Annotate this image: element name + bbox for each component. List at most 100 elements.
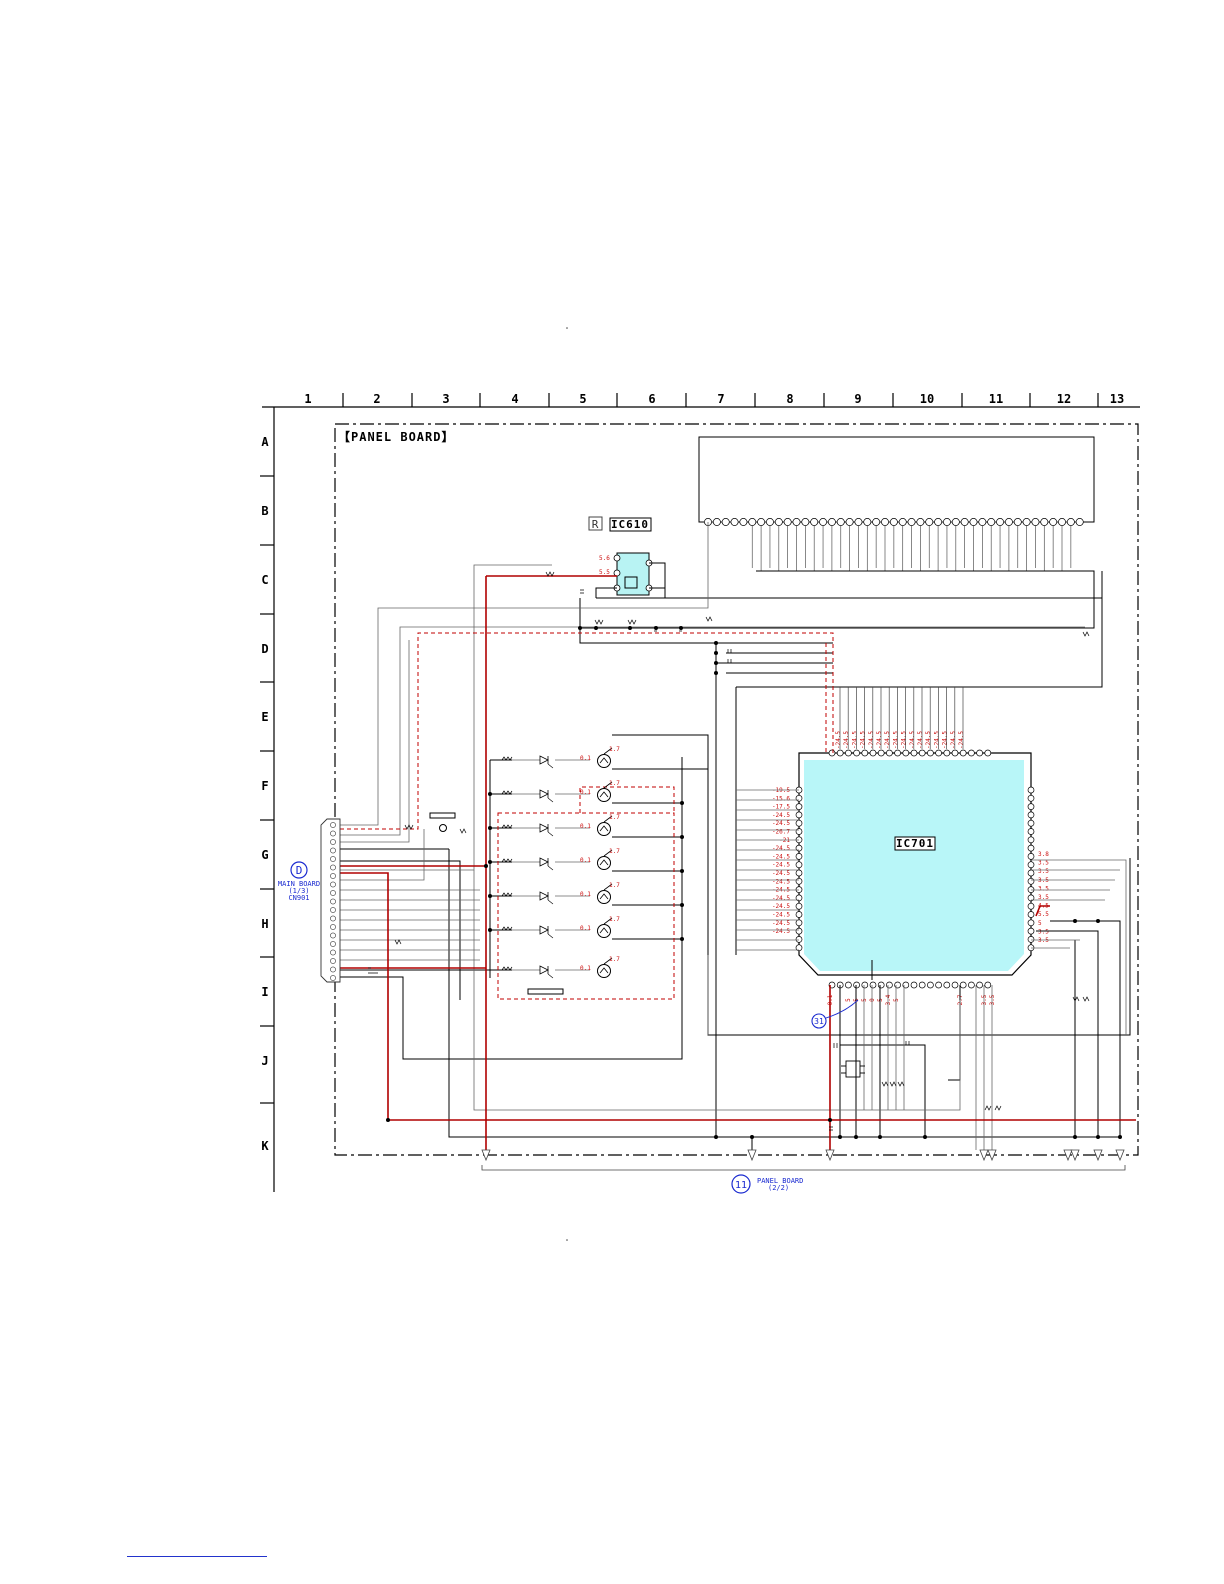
bottom-terminals bbox=[481, 1149, 1125, 1162]
ic701-top-voltage: -24.5 bbox=[860, 731, 867, 749]
crystal-component bbox=[429, 812, 456, 819]
connector-d-symbol bbox=[290, 861, 308, 879]
junction-dot bbox=[1073, 919, 1077, 923]
registration-dot bbox=[566, 1239, 568, 1241]
connector-d-pin bbox=[330, 890, 336, 896]
board-title: 【PANEL BOARD】 bbox=[338, 429, 454, 444]
display-pin bbox=[827, 518, 836, 526]
ic701-left-voltage: -24.5 bbox=[772, 870, 790, 877]
ic701-fill bbox=[804, 760, 1024, 954]
junction-dots bbox=[386, 626, 1122, 1139]
row-letter: F bbox=[261, 779, 268, 793]
connector-d-pin bbox=[330, 856, 336, 862]
junction-dot bbox=[488, 928, 492, 932]
switch-voltage: 1.7 bbox=[609, 814, 620, 821]
led-resistor bbox=[501, 756, 513, 761]
ic701-pin bbox=[1027, 853, 1035, 860]
connector-11-symbol bbox=[731, 1174, 751, 1194]
ic701-pin bbox=[1027, 844, 1035, 852]
connector-d-pin bbox=[330, 873, 336, 879]
ic701-fill-corner bbox=[804, 954, 1024, 971]
ic701-pin bbox=[959, 749, 967, 757]
junction-dot bbox=[484, 864, 488, 868]
junction-dot bbox=[1096, 1135, 1100, 1139]
display-pin bbox=[872, 518, 881, 526]
ic701-pin bbox=[795, 877, 803, 885]
ic701-pin bbox=[894, 981, 901, 989]
ic610-pin bbox=[613, 554, 621, 562]
ic701-pin bbox=[1027, 819, 1035, 827]
ic701-left-voltage: -24.5 bbox=[772, 912, 790, 919]
ref-31-number: 31 bbox=[814, 1017, 824, 1026]
ic701-pin bbox=[795, 894, 803, 902]
ic701-pin bbox=[795, 853, 803, 860]
display-pin bbox=[1049, 518, 1058, 526]
connector-d-pin bbox=[330, 958, 336, 964]
ic701-top-voltage: -24.5 bbox=[892, 731, 899, 749]
ic701-pin bbox=[795, 819, 803, 827]
ic701-pin bbox=[968, 981, 975, 989]
display-pin bbox=[916, 518, 925, 526]
led-ray bbox=[547, 797, 554, 803]
ic701-right-voltage: 3.5 bbox=[1038, 928, 1049, 935]
connector-d-line: (1/3) bbox=[288, 887, 309, 895]
led-ray bbox=[547, 973, 554, 979]
switch-voltage: 1.7 bbox=[609, 848, 620, 855]
row-letter: J bbox=[261, 1054, 268, 1068]
ref-31-arrow bbox=[825, 999, 859, 1019]
switch-lead bbox=[603, 957, 613, 965]
ic701-top-voltage: -24.5 bbox=[884, 731, 891, 749]
led-ray bbox=[547, 865, 554, 871]
connector-11-number: 11 bbox=[735, 1180, 747, 1191]
board-outline bbox=[334, 423, 1139, 1156]
ic701-pin bbox=[984, 981, 992, 989]
display-pin bbox=[836, 518, 845, 526]
terminal-arrow bbox=[825, 1149, 835, 1162]
ic701-top-voltage: -24.5 bbox=[909, 731, 916, 749]
ic701-top-leads bbox=[839, 687, 964, 749]
terminal-arrow bbox=[747, 1149, 757, 1162]
display-pin bbox=[721, 518, 730, 526]
connector-d-pin bbox=[330, 898, 336, 905]
ic701-pin bbox=[935, 749, 942, 757]
junction-dot bbox=[1073, 1135, 1077, 1139]
display-pin bbox=[739, 518, 748, 526]
connector-d: D MAIN BOARD (1/3) CN901 bbox=[278, 818, 341, 983]
switch-lead bbox=[603, 883, 613, 891]
ic701-bottom-voltage: 5 bbox=[845, 998, 852, 1002]
junction-dot bbox=[750, 1135, 754, 1139]
ic701-pin bbox=[828, 749, 836, 757]
column-number: 3 bbox=[442, 392, 449, 406]
row-letter: C bbox=[261, 573, 268, 587]
ic701-left-voltage: -24.5 bbox=[772, 853, 790, 860]
ic701-label: IC701 bbox=[896, 837, 934, 850]
display-pin bbox=[960, 518, 969, 526]
column-number: 6 bbox=[648, 392, 655, 406]
row-letter: B bbox=[261, 504, 268, 518]
switch-contact bbox=[599, 825, 609, 832]
ic701-pin bbox=[795, 861, 803, 869]
ic701-pin bbox=[1027, 894, 1035, 902]
junction-dot bbox=[680, 801, 684, 805]
switch-voltage: 1.7 bbox=[609, 882, 620, 889]
connector-11-line: PANEL BOARD bbox=[757, 1177, 803, 1185]
column-number: 8 bbox=[786, 392, 793, 406]
ic701-top-voltage: -24.5 bbox=[942, 731, 949, 749]
connector-d-pin bbox=[330, 915, 336, 922]
ic701-right-voltage: 5 bbox=[1038, 920, 1042, 927]
ic701-left-voltage: -24.5 bbox=[772, 895, 790, 902]
ic701-top-voltage: -24.5 bbox=[868, 731, 875, 749]
junction-dot bbox=[923, 1135, 927, 1139]
bottom-bracket bbox=[481, 1165, 1126, 1171]
ic701-pin bbox=[845, 749, 852, 757]
led-voltage: 0.1 bbox=[580, 755, 591, 762]
switch-contact bbox=[599, 967, 609, 974]
ic701-pin bbox=[795, 869, 803, 877]
ic701-pin bbox=[795, 811, 803, 819]
connector-d-pin bbox=[330, 924, 336, 930]
junction-dot bbox=[680, 835, 684, 839]
ic701-bottom-voltage: 5 bbox=[861, 998, 868, 1002]
led-voltage: 0.1 bbox=[580, 857, 591, 864]
switch-icon bbox=[597, 964, 611, 978]
ic701-pin bbox=[951, 749, 959, 757]
